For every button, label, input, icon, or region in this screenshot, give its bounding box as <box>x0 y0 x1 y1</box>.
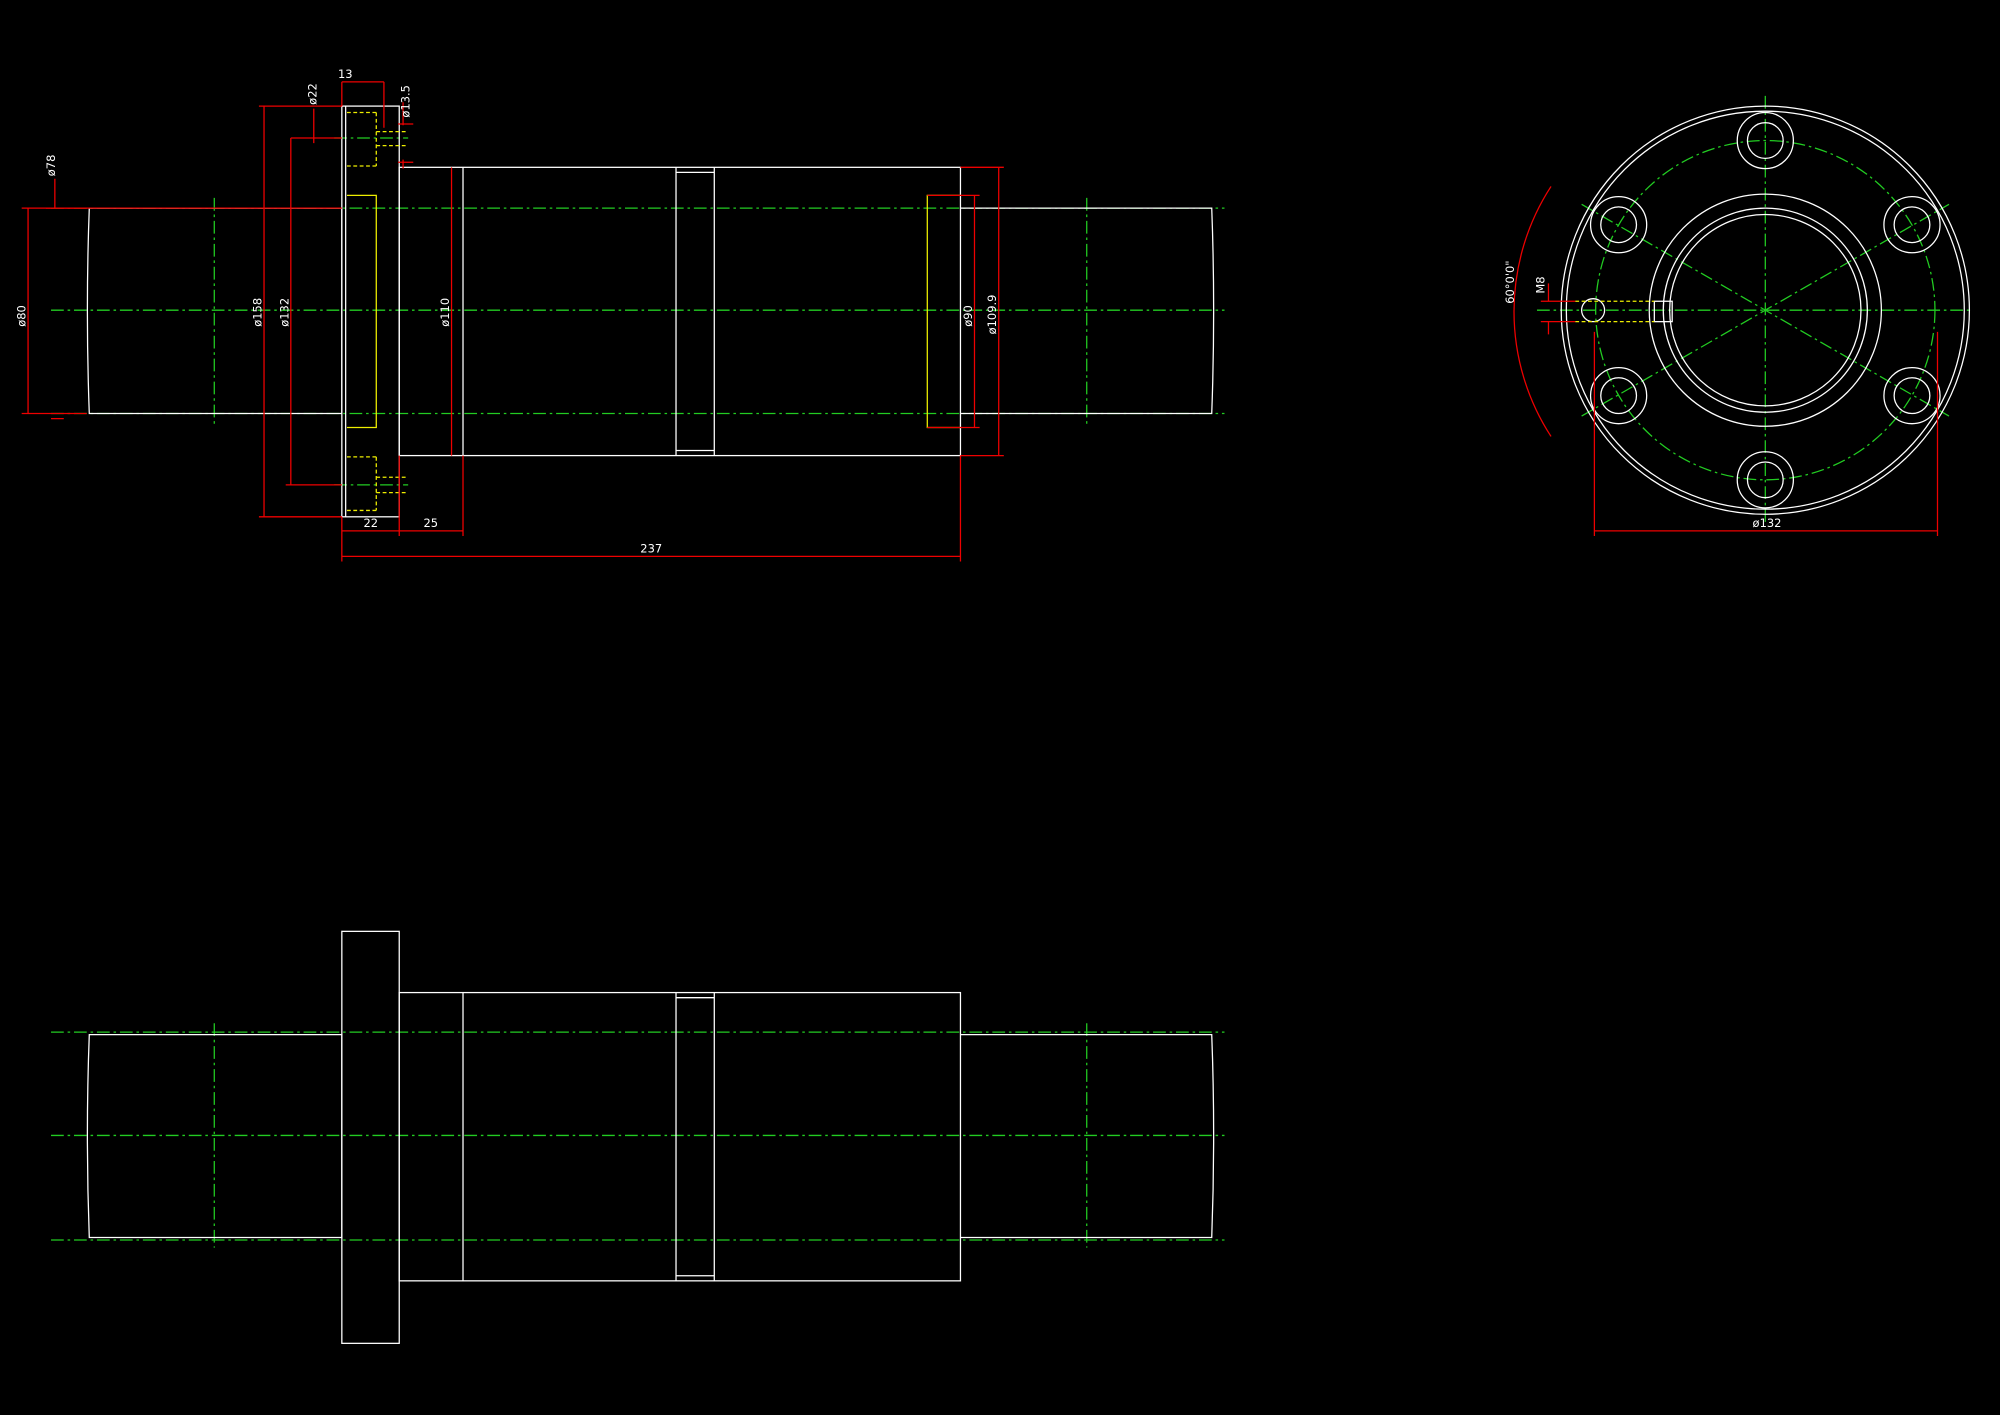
dim-m8 <box>1540 283 1576 335</box>
dim-label: ø132 <box>277 298 291 327</box>
dim-label: 60°0'0" <box>1503 260 1517 303</box>
dim-label: ø132 <box>1753 516 1782 530</box>
dim-label: ø90 <box>961 305 975 327</box>
dim-label: ø80 <box>15 305 29 327</box>
dim-bolt-circle <box>1593 331 1939 536</box>
bore-outer <box>1662 207 1868 413</box>
dim-label: ø78 <box>44 155 58 177</box>
dim-90 <box>927 194 980 429</box>
flange <box>341 105 400 518</box>
dim-label: ø109.9 <box>985 295 999 335</box>
dim-label: 13 <box>338 67 353 81</box>
body-circle <box>1648 193 1883 427</box>
port-hidden <box>1575 300 1655 323</box>
dim-label: ø13.5 <box>398 85 412 118</box>
dim-13 <box>341 81 385 128</box>
front-view-section: 13 ø22 ø13.5 ø78 ø80 ø158 ø132 ø110 ø90 … <box>15 67 1225 562</box>
grease-port <box>1580 298 1606 323</box>
nut-body <box>398 166 962 457</box>
flange <box>341 930 400 1344</box>
port-bore <box>1653 300 1673 323</box>
dim-109-9 <box>960 166 1004 457</box>
bolt-circle <box>1595 139 1936 481</box>
left-shaft <box>86 207 343 415</box>
dim-132 <box>285 137 342 486</box>
dim-label: 25 <box>423 516 438 530</box>
side-view <box>51 930 1225 1344</box>
groove <box>675 167 715 456</box>
right-shaft <box>960 1034 1215 1239</box>
bore-inner <box>1669 213 1862 407</box>
groove <box>675 992 715 1281</box>
bolt-holes <box>1589 111 1941 509</box>
hidden-bore <box>926 194 961 429</box>
dim-label: ø158 <box>250 298 264 327</box>
dim-78 <box>45 178 342 209</box>
dim-label: 22 <box>364 516 379 530</box>
dim-label: ø110 <box>438 298 452 327</box>
end-view: M8 60°0'0" ø132 <box>1503 95 1971 536</box>
nut-body <box>398 991 962 1282</box>
flange-chamfer <box>1565 110 1965 510</box>
dim-label: ø22 <box>305 83 319 105</box>
dim-angle-arc <box>1513 186 1552 437</box>
hidden-bore <box>346 194 377 429</box>
dim-label: 237 <box>640 542 662 556</box>
dim-80 <box>21 207 87 420</box>
dim-label: M8 <box>1534 276 1548 293</box>
bolt-hole-hidden <box>346 111 406 512</box>
dim-lengths <box>341 455 962 562</box>
dim-158 <box>258 105 342 518</box>
left-shaft <box>86 1034 343 1239</box>
right-shaft <box>960 207 1215 415</box>
dim-hole <box>290 102 414 169</box>
flange-outer <box>1560 105 1971 515</box>
